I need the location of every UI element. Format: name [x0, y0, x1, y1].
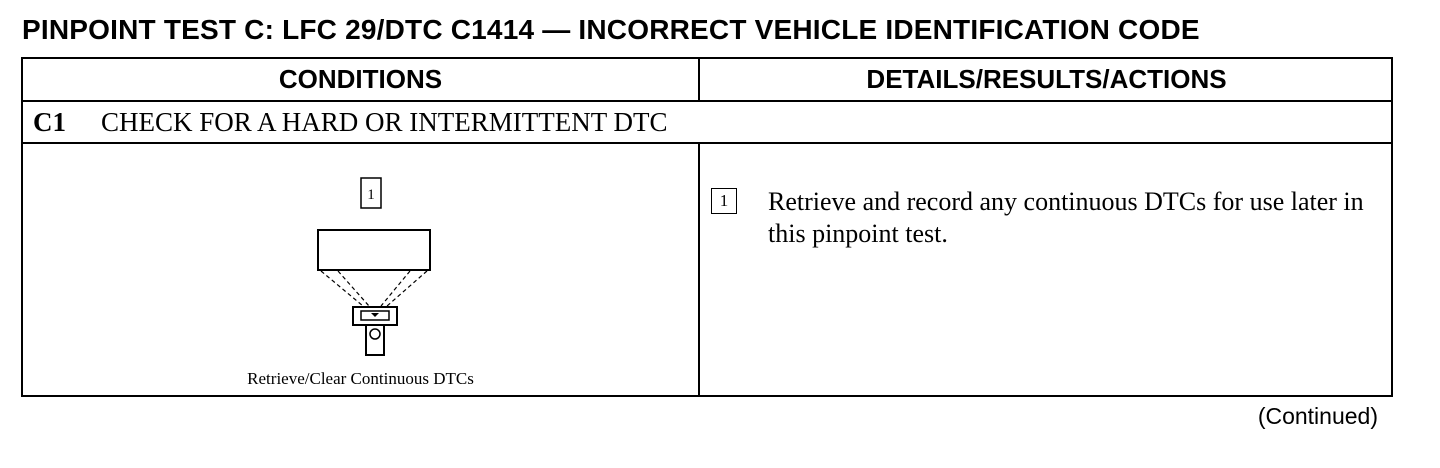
page-title: PINPOINT TEST C: LFC 29/DTC C1414 — INCO… [22, 14, 1200, 45]
step-id: C1 [33, 107, 66, 137]
step-title-row: C1 CHECK FOR A HARD OR INTERMITTENT DTC [23, 102, 1391, 144]
column-divider [698, 59, 700, 100]
illustration-step-marker-box [360, 177, 382, 209]
conditions-column-header: CONDITIONS [278, 64, 443, 94]
pinpoint-test-table: CONDITIONS DETAILS/RESULTS/ACTIONS C1 CH… [21, 57, 1393, 397]
illustration-step-marker: 1 [367, 187, 375, 203]
continued-note: (Continued) [1257, 403, 1378, 429]
table-header-row: CONDITIONS DETAILS/RESULTS/ACTIONS [23, 59, 1391, 102]
column-divider [698, 144, 700, 395]
illustration-caption: Retrieve/Clear Continuous DTCs [247, 369, 474, 388]
step-title: CHECK FOR A HARD OR INTERMITTENT DTC [101, 107, 668, 137]
module-box [317, 229, 431, 271]
details-column-header: DETAILS/RESULTS/ACTIONS [866, 64, 1227, 94]
step-body-row: 1 Retrieve/Clear Continuous DTCs 1 Retri… [23, 144, 1391, 395]
action-text: Retrieve and record any continuous DTCs … [768, 187, 1364, 248]
scan-tool-illustration: 1 [317, 177, 431, 356]
action-step-marker: 1 [711, 188, 737, 214]
